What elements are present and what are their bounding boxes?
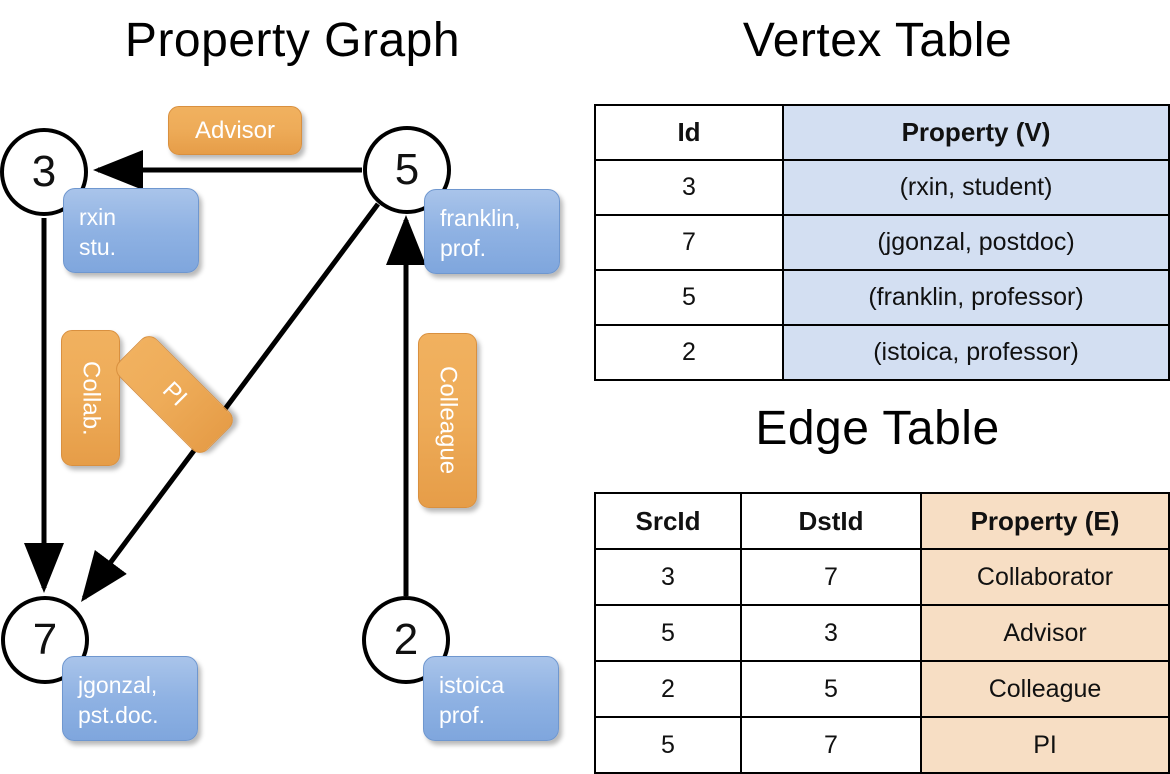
edge-label-advisor-text: Advisor [194, 116, 276, 144]
edge-row-3-src: 5 [594, 716, 742, 774]
vertex-row-3-property: (istoica, professor) [782, 324, 1170, 381]
vertex-row-0-property: (rxin, student) [782, 159, 1170, 216]
edge-row-2-src: 2 [594, 660, 742, 718]
page-title-property-graph: Property Graph [124, 14, 461, 67]
graph-node-7-label: 7 [32, 615, 58, 664]
vertex-row-2-property: (franklin, professor) [782, 269, 1170, 326]
node-3-property-line-2: stu. [79, 234, 117, 260]
table-row[interactable]: 3 (rxin, student) [594, 159, 1170, 216]
node-5-property-callout: franklin, prof. [424, 189, 560, 274]
edge-table-header-property: Property (E) [920, 492, 1170, 550]
node-5-property-line-1: franklin, [440, 205, 521, 231]
node-3-property-callout: rxin stu. [63, 188, 199, 273]
edge-row-0-property: Collaborator [920, 548, 1170, 606]
table-row[interactable]: 5 7 PI [594, 716, 1170, 774]
graph-node-2[interactable] [362, 596, 450, 684]
graph-node-3-label: 3 [31, 147, 57, 196]
edge-row-0-src: 3 [594, 548, 742, 606]
table-row[interactable]: 5 3 Advisor [594, 604, 1170, 662]
edge-row-1-dst: 3 [740, 604, 922, 662]
node-2-property-callout: istoica prof. [423, 656, 559, 741]
table-row[interactable]: 2 5 Colleague [594, 660, 1170, 718]
edge-row-1-property: Advisor [920, 604, 1170, 662]
graph-node-5[interactable] [363, 126, 451, 214]
edge-table: SrcId DstId Property (E) 3 7 Collaborato… [594, 492, 1170, 774]
node-7-property-callout: jgonzal, pst.doc. [62, 656, 198, 741]
edge-row-2-dst: 5 [740, 660, 922, 718]
edge-row-2-property: Colleague [920, 660, 1170, 718]
graph-node-2-label: 2 [393, 615, 419, 664]
vertex-table-header-id: Id [594, 104, 784, 161]
edge-row-0-dst: 7 [740, 548, 922, 606]
table-row[interactable]: 2 (istoica, professor) [594, 324, 1170, 381]
vertex-row-1-id: 7 [594, 214, 784, 271]
property-graph-diagram: 3 rxin stu. 5 franklin, prof. 7 jgonzal,… [0, 0, 585, 760]
vertex-row-2-id: 5 [594, 269, 784, 326]
node-2-property-line-2: prof. [439, 702, 486, 728]
edge-row-3-property: PI [920, 716, 1170, 774]
vertex-table-header-property: Property (V) [782, 104, 1170, 161]
table-row[interactable]: 7 (jgonzal, postdoc) [594, 214, 1170, 271]
edge-label-advisor: Advisor [168, 106, 302, 155]
edge-row-3-dst: 7 [740, 716, 922, 774]
vertex-table: Id Property (V) 3 (rxin, student) 7 (jgo… [594, 104, 1170, 381]
vertex-table-header-row: Id Property (V) [594, 104, 1170, 161]
page-title-edge-table: Edge Table [755, 402, 1000, 455]
node-3-property-line-1: rxin [79, 204, 117, 230]
node-2-property-line-1: istoica [439, 672, 505, 698]
graph-edges-layer [24, 150, 426, 603]
node-7-property-line-1: jgonzal, [78, 672, 158, 698]
edge-label-colleague: Colleague [418, 333, 477, 508]
edge-label-collab: Collab. [61, 330, 120, 466]
node-7-property-line-2: pst.doc. [78, 702, 159, 728]
edge-label-pi-text: PI [157, 376, 193, 412]
edge-table-header-dstid: DstId [740, 492, 922, 550]
edge-label-colleague-text: Colleague [434, 366, 462, 475]
edge-table-header-row: SrcId DstId Property (E) [594, 492, 1170, 550]
node-5-property-line-2: prof. [440, 235, 487, 261]
vertex-row-3-id: 2 [594, 324, 784, 381]
edge-label-collab-text: Collab. [77, 360, 105, 436]
table-row[interactable]: 3 7 Collaborator [594, 548, 1170, 606]
edge-5-to-7-pi [81, 202, 381, 603]
graph-node-5-label: 5 [394, 145, 420, 194]
vertex-row-0-id: 3 [594, 159, 784, 216]
page-title-vertex-table: Vertex Table [742, 14, 1013, 67]
edge-table-header-srcid: SrcId [594, 492, 742, 550]
table-row[interactable]: 5 (franklin, professor) [594, 269, 1170, 326]
edge-row-1-src: 5 [594, 604, 742, 662]
vertex-row-1-property: (jgonzal, postdoc) [782, 214, 1170, 271]
